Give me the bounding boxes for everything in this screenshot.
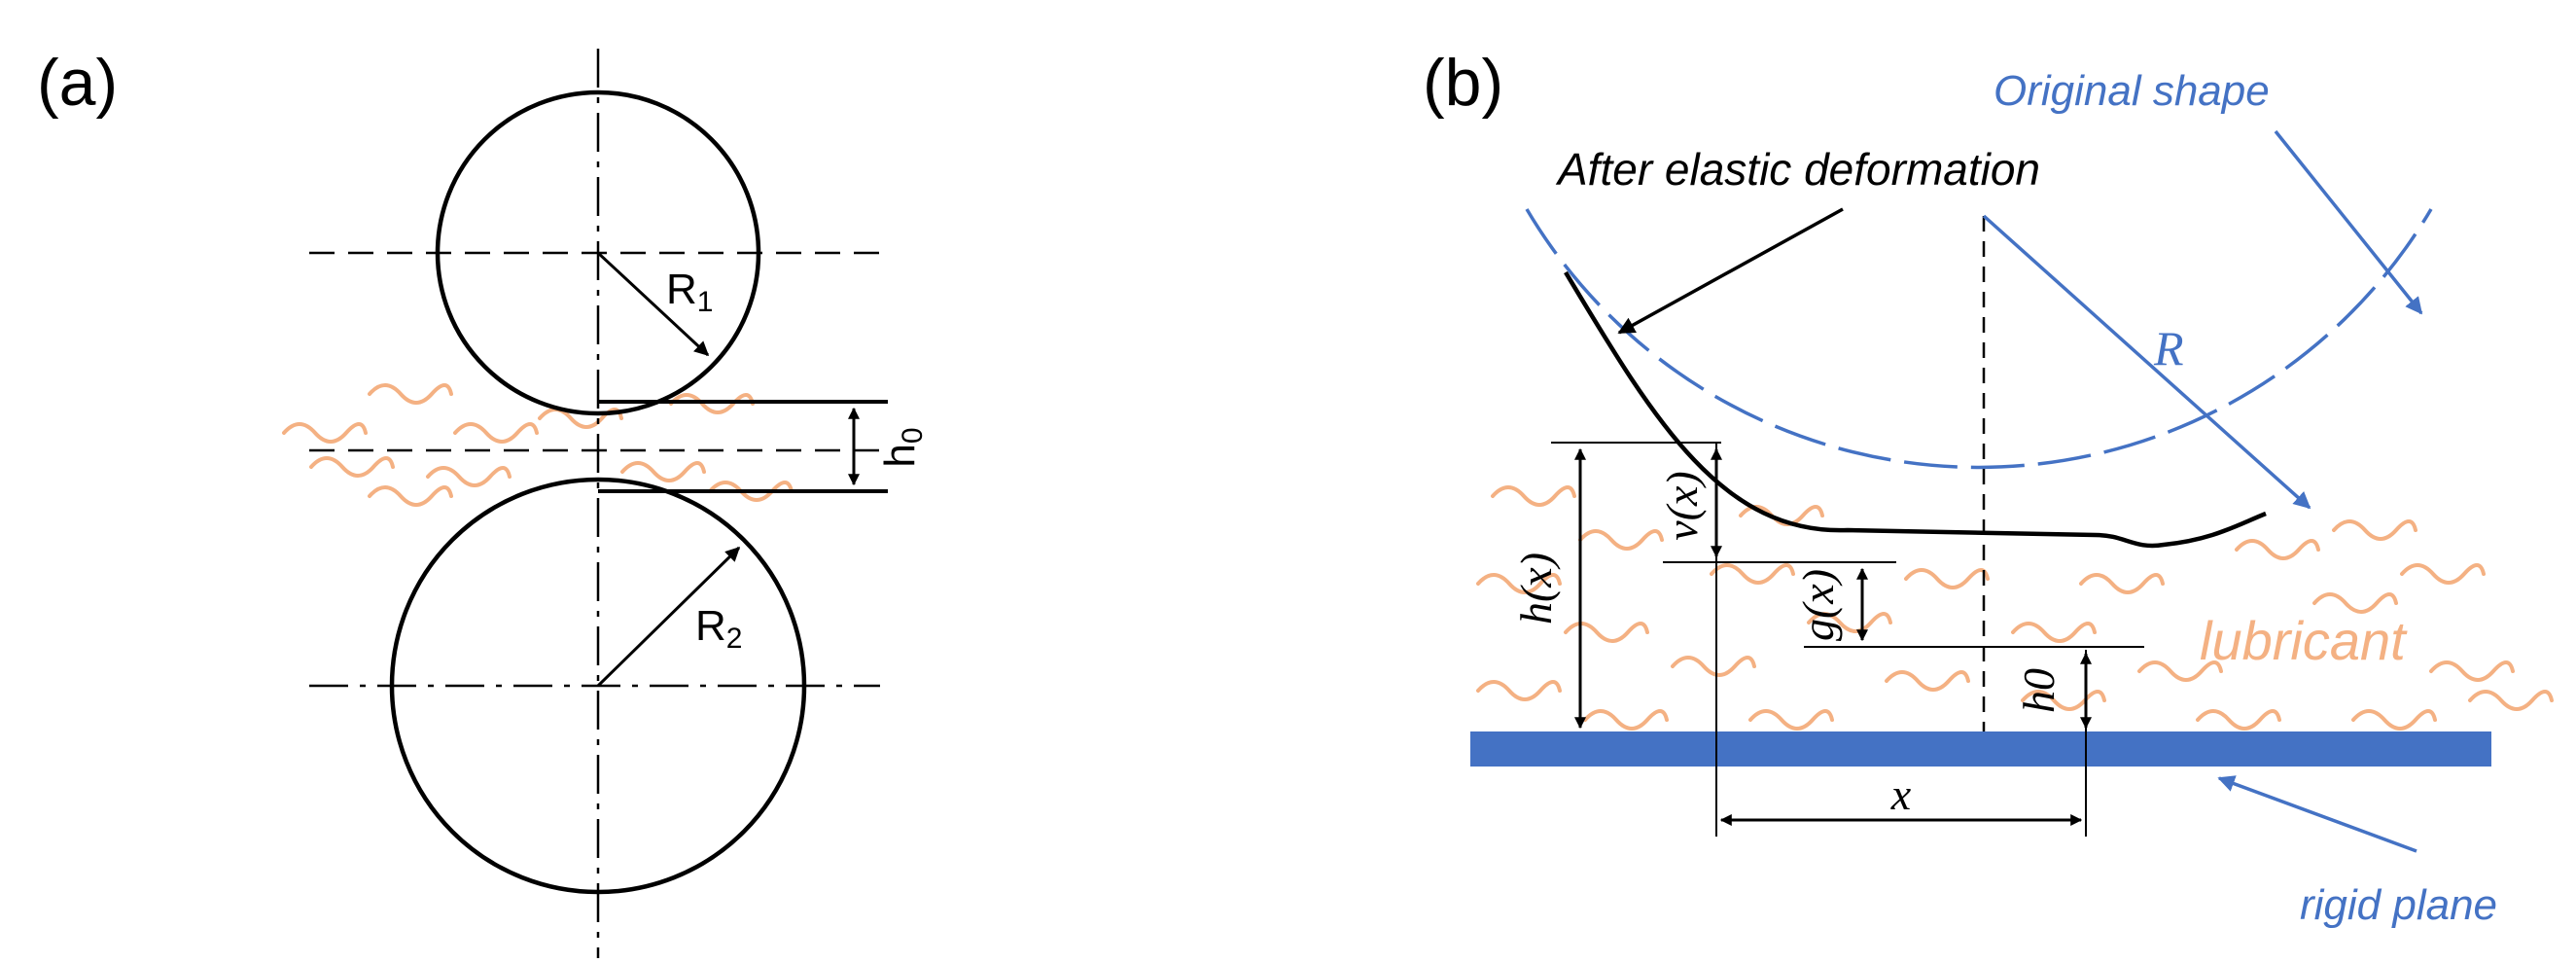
- original-shape-arrow: [2274, 129, 2423, 315]
- radius-arrow-b: [1982, 214, 2311, 510]
- panel-b-label: (b): [1423, 46, 1503, 120]
- roller-top: [435, 89, 761, 416]
- center-lines-a: [309, 49, 880, 958]
- radius-arrow-top: [596, 251, 710, 357]
- gx-label: g(x): [1793, 569, 1843, 641]
- radius-label-bottom: R2: [695, 602, 742, 655]
- hx-label: h(x): [1511, 553, 1561, 624]
- deformed-shape: [1564, 270, 2267, 549]
- radius-arrow-bottom: [596, 546, 741, 688]
- original-shape-arc: [1525, 208, 2433, 470]
- rigid-plane: [1470, 731, 2491, 767]
- lubricant-label: lubricant: [2200, 610, 2408, 671]
- radius-label-top: R1: [666, 266, 713, 318]
- rigid-plane-label: rigid plane: [2300, 881, 2497, 929]
- original-shape-label: Original shape: [1994, 67, 2270, 115]
- h0-label: h0: [2014, 668, 2064, 713]
- panel-a: (a) h0 R: [37, 46, 929, 958]
- after-deformation-arrow: [1617, 207, 1844, 335]
- radius-label-b: R: [2153, 321, 2184, 375]
- gap-label: h0: [876, 427, 929, 467]
- vx-label: v(x): [1657, 471, 1707, 540]
- after-deformation-label: After elastic deformation: [1555, 144, 2040, 195]
- panel-b: (b): [1423, 46, 2554, 929]
- panel-a-label: (a): [37, 46, 118, 120]
- x-label: x: [1890, 769, 1912, 819]
- roller-bottom: [389, 477, 807, 895]
- rigid-plane-arrow: [2217, 775, 2417, 853]
